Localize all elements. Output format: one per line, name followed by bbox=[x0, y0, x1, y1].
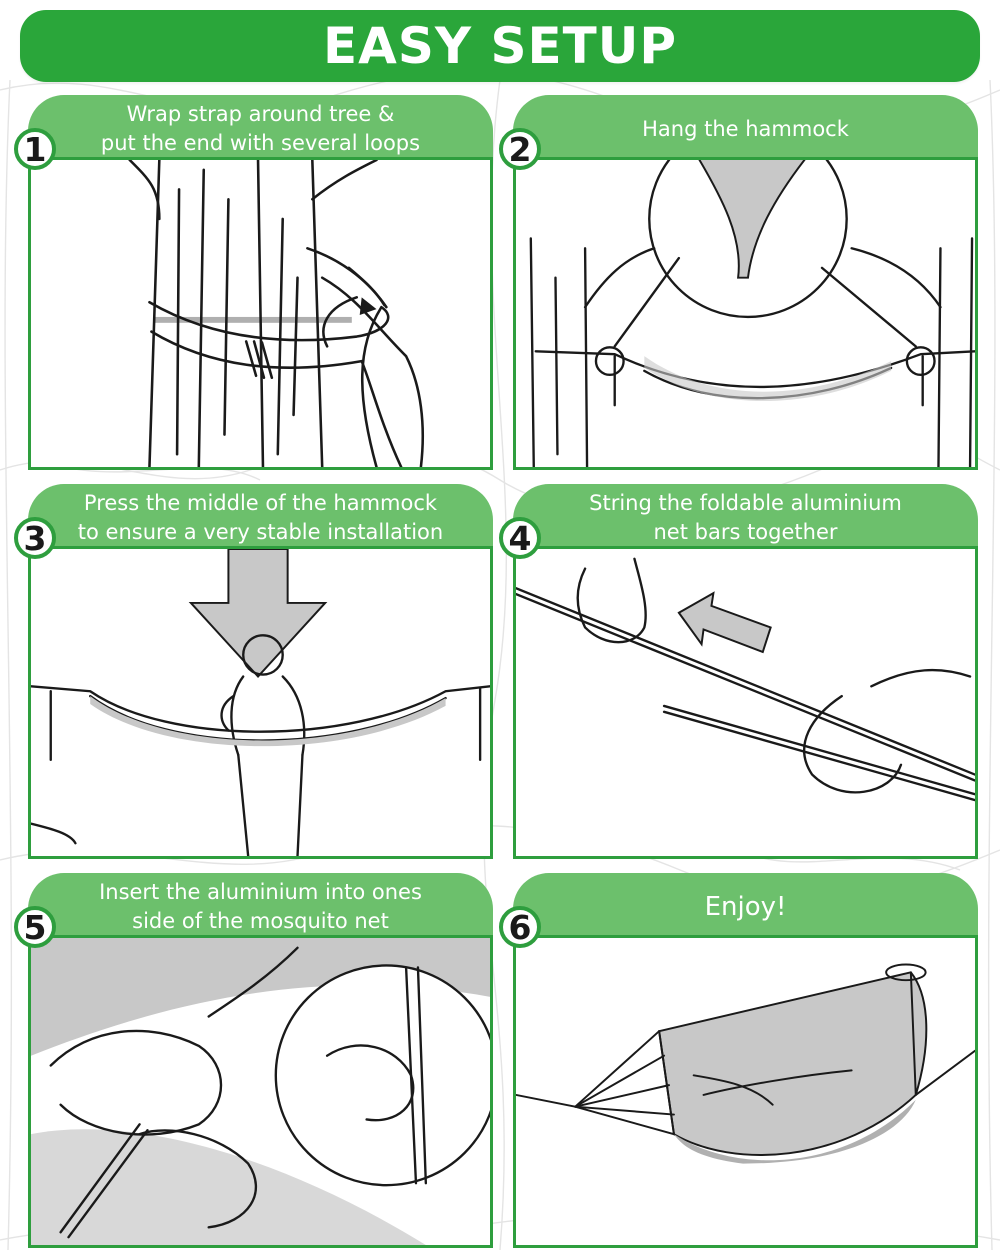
hammock-with-net-illustration bbox=[513, 935, 978, 1248]
step-number-badge: 1 bbox=[14, 128, 56, 170]
step-caption-5: Insert the aluminium into ones side of t… bbox=[28, 873, 493, 939]
step-panel-2: Hang the hammock 2 bbox=[499, 95, 978, 470]
step-caption-line: side of the mosquito net bbox=[132, 909, 389, 933]
step-caption-line: Wrap strap around tree & bbox=[126, 102, 395, 126]
step-number-badge: 5 bbox=[14, 906, 56, 948]
step-caption-line: Press the middle of the hammock bbox=[83, 491, 438, 515]
step-panel-6: Enjoy! 6 bbox=[499, 873, 978, 1248]
connect-poles-illustration bbox=[513, 546, 978, 859]
step-panel-5: Insert the aluminium into ones side of t… bbox=[14, 873, 493, 1248]
step-number-badge: 2 bbox=[499, 128, 541, 170]
tree-strap-illustration bbox=[28, 157, 493, 470]
press-hammock-illustration bbox=[28, 546, 493, 859]
step-caption-3: Press the middle of the hammock to ensur… bbox=[28, 484, 493, 550]
step-caption-line: Hang the hammock bbox=[642, 116, 849, 141]
step-caption-1: Wrap strap around tree & put the end wit… bbox=[28, 95, 493, 161]
step-caption-4: String the foldable aluminium net bars t… bbox=[513, 484, 978, 550]
step-number-badge: 3 bbox=[14, 517, 56, 559]
page-title: EASY SETUP bbox=[323, 17, 677, 75]
step-caption-line: net bars together bbox=[653, 520, 838, 544]
step-caption-line: to ensure a very stable installation bbox=[77, 520, 444, 544]
header-banner: EASY SETUP bbox=[20, 10, 980, 82]
step-panel-3: Press the middle of the hammock to ensur… bbox=[14, 484, 493, 859]
step-caption-line: Enjoy! bbox=[704, 891, 787, 922]
hanging-hammock-illustration bbox=[513, 157, 978, 470]
insert-pole-illustration bbox=[28, 935, 493, 1248]
step-caption-6: Enjoy! bbox=[513, 873, 978, 939]
step-panel-1: Wrap strap around tree & put the end wit… bbox=[14, 95, 493, 470]
step-panel-4: String the foldable aluminium net bars t… bbox=[499, 484, 978, 859]
step-number-badge: 6 bbox=[499, 906, 541, 948]
step-caption-line: String the foldable aluminium bbox=[589, 491, 902, 515]
step-number-badge: 4 bbox=[499, 517, 541, 559]
step-caption-2: Hang the hammock bbox=[513, 95, 978, 161]
step-caption-line: put the end with several loops bbox=[100, 131, 421, 155]
step-caption-line: Insert the aluminium into ones bbox=[99, 880, 422, 904]
